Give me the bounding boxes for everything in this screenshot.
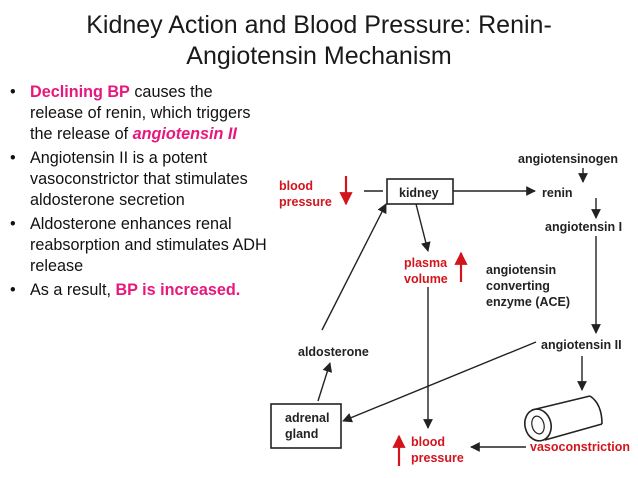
label-kidney: kidney — [399, 186, 439, 200]
label-ace-1: angiotensin — [486, 263, 556, 277]
bullet-4-highlight: BP is increased. — [115, 281, 241, 299]
title-line-2: Angiotensin Mechanism — [186, 42, 452, 70]
bullet-1-text: causes the release of renin, which trigg… — [30, 83, 251, 143]
bullet-1-highlight-2: angiotensin II — [132, 125, 237, 143]
label-aldosterone: aldosterone — [298, 345, 369, 359]
bullet-list: Declining BP causes the release of renin… — [8, 82, 270, 304]
bullet-3-text: Aldosterone enhances renal reabsorption … — [30, 215, 267, 275]
slide-title: Kidney Action and Blood Pressure: Renin-… — [0, 10, 638, 72]
label-blood-pressure-bottom-1: blood — [411, 435, 445, 449]
bullet-4: As a result, BP is increased. — [8, 280, 270, 301]
bullet-3: Aldosterone enhances renal reabsorption … — [8, 214, 270, 277]
label-plasma-volume-2: volume — [404, 272, 448, 286]
arrow-angiotensin-ii-adrenal — [342, 341, 537, 423]
label-blood-pressure-bottom-2: pressure — [411, 451, 464, 465]
bullet-1: Declining BP causes the release of renin… — [8, 82, 270, 145]
title-line-1: Kidney Action and Blood Pressure: Renin- — [86, 11, 552, 39]
bullet-2: Angiotensin II is a potent vasoconstrict… — [8, 148, 270, 211]
label-renin: renin — [542, 186, 573, 200]
label-blood-pressure-top-2: pressure — [279, 195, 332, 209]
label-ace-2: converting — [486, 279, 550, 293]
label-angiotensin-ii: angiotensin II — [541, 338, 622, 352]
adrenal-gland-box — [270, 403, 342, 449]
label-vasoconstriction: vasoconstriction — [530, 440, 630, 454]
arrow-aldosterone-kidney — [321, 203, 387, 331]
label-adrenal-1: adrenal — [285, 411, 329, 425]
label-plasma-volume-1: plasma — [404, 256, 448, 270]
label-blood-pressure-top-1: blood — [279, 179, 313, 193]
label-ace-3: enzyme (ACE) — [486, 295, 570, 309]
label-angiotensinogen: angiotensinogen — [518, 152, 618, 166]
label-adrenal-2: gland — [285, 427, 318, 441]
bullet-2-text: Angiotensin II is a potent vasoconstrict… — [30, 149, 248, 209]
label-angiotensin-i: angiotensin I — [545, 220, 622, 234]
blood-vessel-icon — [524, 395, 603, 442]
bullet-4-text: As a result, — [30, 281, 116, 299]
arrow-adrenal-aldosterone — [317, 362, 333, 402]
bullet-1-highlight: Declining BP — [30, 83, 130, 101]
arrow-kidney-plasma-volume — [415, 203, 431, 252]
